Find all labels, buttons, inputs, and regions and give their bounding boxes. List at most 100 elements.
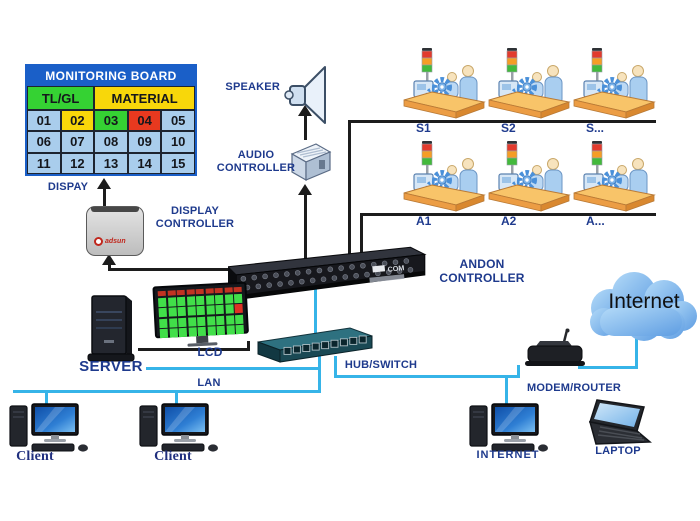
line-lan-drop-client1 [45,392,48,408]
line-lan-drop-client2 [175,392,178,408]
workstation-icon [403,141,486,212]
lcd-cell [167,296,176,307]
adsun-logo-text: adsun [105,238,126,245]
adsun-logo: adsun [94,237,126,246]
display-caption: DISPAY [47,181,89,193]
line-arow-vertical [360,213,363,262]
line-srow-vertical [348,120,351,265]
monitoring-board-headers: TL/GL MATERIAL [27,86,195,110]
line-wan-horizontal [334,375,520,378]
workstation-icon [573,141,656,212]
speaker-label: SPEAKER [225,81,280,93]
workstation-label: A1 [416,214,432,228]
arrowhead-to-board [97,178,111,189]
lcd-cell [176,296,186,306]
andon-controller-label: ANDON CONTROLLER [439,257,525,286]
lcd-cell [214,294,224,304]
lcd-cell [159,318,168,328]
lcd-cell [235,324,244,335]
monitoring-board-title: MONITORING BOARD [27,66,195,86]
board-cell-10: 10 [161,131,195,153]
line-lan [13,390,321,393]
board-header-tlgl: TL/GL [27,86,95,110]
lcd-cell [205,288,214,294]
lcd-cell [169,328,178,338]
andon-com-text: COM [387,264,404,274]
station-A2: A2 [487,141,573,229]
lcd-cell [205,305,215,315]
stack-light-icon [506,48,518,83]
lcd-cell [197,326,207,337]
lcd-cell [186,289,195,295]
internet-cloud-text: Internet [608,290,680,313]
board-cell-01: 01 [27,110,61,132]
lan-label: LAN [197,377,221,389]
station-S1: S1 [402,48,488,136]
line-andon-switch [314,282,317,334]
lcd-cell [224,304,234,314]
server-icon [82,292,140,366]
hub-switch-label: HUB/SWITCH [344,359,418,371]
lcd-cell [178,327,188,338]
board-cell-09: 09 [127,131,162,153]
lcd-cell [224,293,233,304]
line-display-board-stub [103,188,106,208]
modem-router-label: MODEM/ROUTER [526,382,622,394]
lcd-cell [167,290,176,296]
lcd-cell [178,317,187,327]
lcd-cell [216,325,226,336]
arrowhead-to-audio-controller [298,184,312,195]
server-label: SERVER [79,358,143,375]
board-cell-06: 06 [27,131,61,153]
modem-router-device [524,328,586,374]
lcd-monitor [152,281,249,351]
board-cell-11: 11 [27,152,61,174]
audio-controller-device [286,140,332,184]
workstation-icon [403,48,486,119]
lcd-cell [168,307,177,317]
arrowhead-to-speaker [298,105,312,116]
lcd-cell [205,294,214,305]
display-controller-device: adsun [86,206,144,256]
workstation-icon [488,48,571,119]
workstation-label: S... [586,121,605,135]
workstation-icon [488,141,571,212]
lcd-cell [168,317,178,328]
andon-controller-device: COM [226,244,433,312]
lcd-cell [186,295,195,306]
workstation-label: A... [586,214,605,228]
client-pc-1 [8,402,92,456]
lcd-cell [157,297,167,307]
lcd-cell [186,306,196,316]
lcd-cell [176,289,185,296]
line-wan-pc-drop [505,375,508,408]
line-modem-cloud-horizontal [578,366,638,369]
client-2-label: Client [154,449,192,464]
arrowhead-to-display-controller [102,254,116,265]
laptop-label: LAPTOP [595,445,641,457]
internet-pc [468,402,552,456]
board-cell-03: 03 [94,110,128,132]
lcd-cell [195,288,204,295]
workstation-label: A2 [501,214,517,228]
board-cell-08: 08 [94,131,128,153]
station-S2: S2 [487,48,573,136]
station-A: A... [572,141,658,229]
lcd-cell [224,287,233,293]
lcd-cell [206,315,215,326]
board-cell-02: 02 [60,110,95,132]
line-audio-speaker [304,116,307,140]
lcd-cell [196,305,205,316]
lcd-cell [234,303,243,314]
line-andon-display-horizontal [110,268,240,271]
stack-light-icon [591,141,603,176]
line-cloud-vertical [635,330,638,369]
speaker-icon [283,60,333,134]
lcd-cell [187,316,197,327]
station-S: S... [572,48,658,136]
lcd-cell [233,286,242,293]
internet-pc-label: INTERNET [476,449,540,461]
laptop-icon [580,398,656,450]
line-switch-lan-vertical [318,356,321,393]
lcd-cell [158,307,167,318]
